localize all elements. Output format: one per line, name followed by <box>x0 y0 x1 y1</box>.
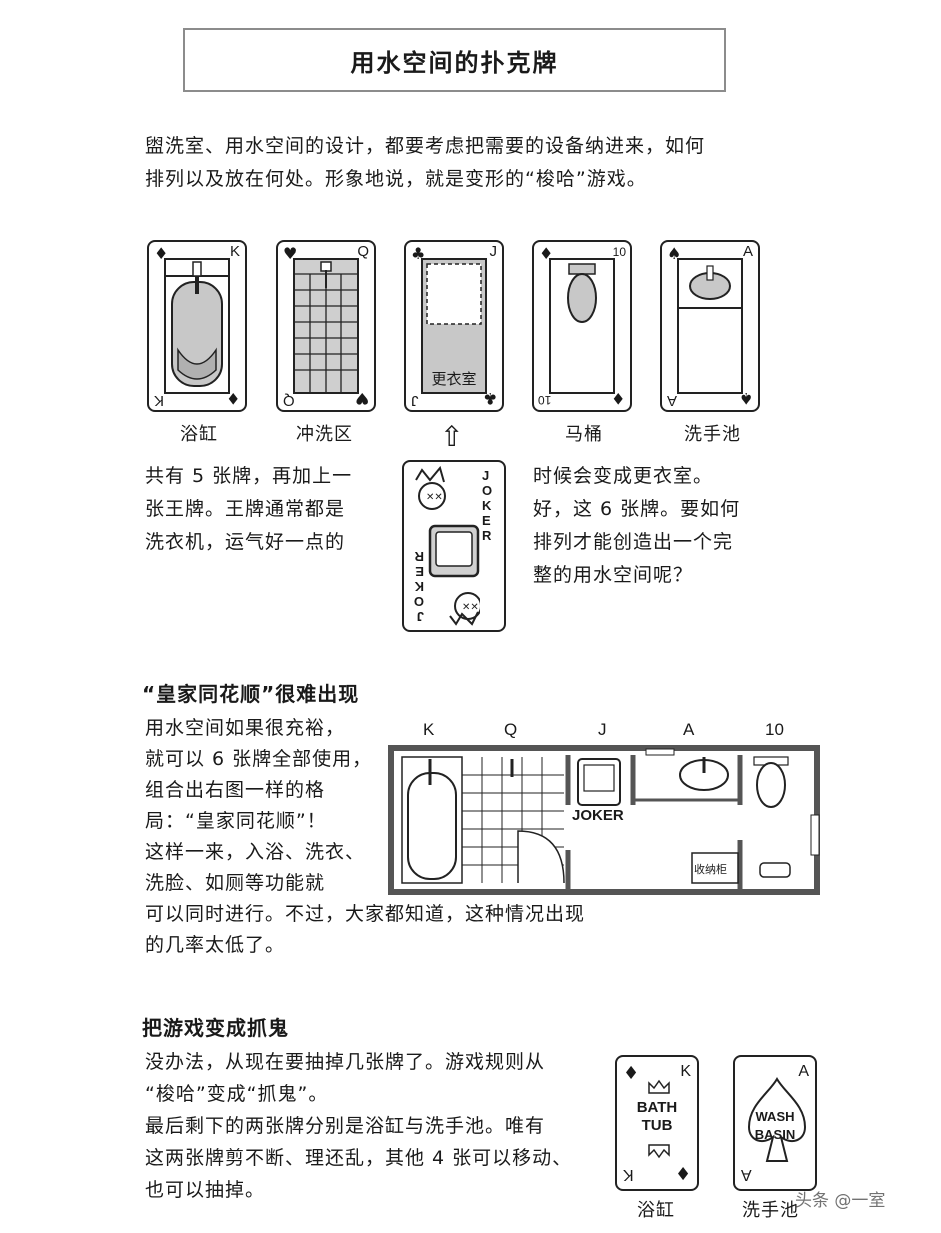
bathtub-drawing <box>164 258 230 394</box>
wash-basin-card: A WASH BASIN A <box>733 1055 817 1191</box>
basin-icon <box>679 265 741 309</box>
changing-room-label: 更衣室 <box>431 370 477 388</box>
text-line: 用水空间如果很充裕， <box>145 717 346 739</box>
basin-drawing <box>677 258 743 394</box>
text-line: 时候会变成更衣室。 <box>533 465 714 487</box>
text-line: 张王牌。王牌通常都是 <box>145 498 346 520</box>
card-caption: 洗手池 <box>684 424 741 445</box>
up-arrow-icon: ⇧ <box>440 420 464 453</box>
page-title: 用水空间的扑克牌 <box>183 28 726 92</box>
text-line: 洗衣机，运气好一点的 <box>145 531 346 553</box>
toilet-icon <box>567 263 597 323</box>
card-rank-inverted: 10 <box>538 393 552 407</box>
card-rank-inverted: J <box>411 392 419 409</box>
text-line: “梭哈”变成“抓鬼”。 <box>145 1083 329 1105</box>
svg-text:✕✕: ✕✕ <box>462 602 479 613</box>
plan-label-10: 10 <box>765 720 784 739</box>
crown-icon <box>648 1144 670 1159</box>
floor-plan-drawing <box>388 745 820 895</box>
card-queen-shower: ♥ Q Q ♥ <box>276 240 376 412</box>
text-line: 这两张牌剪不断、理还乱，其他 4 张可以移动、 <box>145 1147 573 1169</box>
toilet-drawing <box>549 258 615 394</box>
joker-label: JOKER <box>482 468 493 543</box>
text-line: 的几率太低了。 <box>145 934 286 956</box>
card-rank: J <box>489 243 498 260</box>
section-heading-old-maid: 把游戏变成抓鬼 <box>142 1016 289 1040</box>
card-rank: Q <box>357 243 369 260</box>
text-line: 就可以 6 张牌全部使用， <box>145 748 373 770</box>
bath-word: BATH <box>636 1099 678 1116</box>
text-line: 局：“皇家同花顺”！ <box>145 810 327 832</box>
text-line: 共有 5 张牌，再加上一 <box>145 465 353 487</box>
bathtub-icon <box>166 261 228 387</box>
royal-flush-paragraph: 用水空间如果很充裕， 就可以 6 张牌全部使用， 组合出右图一样的格 局：“皇家… <box>145 713 665 961</box>
basin-word: BASIN <box>754 1127 796 1142</box>
joker-left-text: 共有 5 张牌，再加上一 张王牌。王牌通常都是 洗衣机，运气好一点的 <box>145 460 352 559</box>
card-caption: 浴缸 <box>180 424 218 445</box>
card-jack-changing-room: ♣ J 更衣室 J ♣ <box>404 240 504 412</box>
text-line: 整的用水空间呢？ <box>533 564 694 586</box>
wash-basin-caption: 洗手池 <box>742 1200 799 1221</box>
text-line: 可以同时进行。不过，大家都知道，这种情况出现 <box>145 903 586 925</box>
club-suit-icon: ♣ <box>482 389 497 408</box>
plan-cabinet-label: 收纳柜 <box>694 863 727 876</box>
spade-basin-icon <box>747 1076 807 1162</box>
text-line: 好，这 6 张牌。要如何 <box>533 498 741 520</box>
card-ace-wash-basin: ♠ A A ♠ <box>660 240 760 412</box>
card-rank-inverted: A <box>741 1166 752 1183</box>
jester-washing-machine-icon: ✕✕ ✕✕ <box>415 466 480 626</box>
plan-label-a: A <box>683 720 695 739</box>
plan-joker-label: JOKER <box>572 807 624 824</box>
card-rank-inverted: K <box>154 392 165 409</box>
tub-word: TUB <box>641 1117 673 1134</box>
card-rank-inverted: K <box>623 1166 634 1183</box>
bath-tub-card: ♦ K BATH TUB K ♦ <box>615 1055 699 1191</box>
old-maid-paragraph: 没办法，从现在要抽掉几张牌了。游戏规则从 “梭哈”变成“抓鬼”。 最后剩下的两张… <box>145 1046 605 1206</box>
card-rank-inverted: A <box>667 392 678 409</box>
card-rank: 10 <box>612 245 626 259</box>
changing-room-drawing: 更衣室 <box>421 258 487 394</box>
joker-card: JOKER JOKER ✕✕ ✕✕ <box>402 460 506 632</box>
svg-text:✕✕: ✕✕ <box>426 492 443 503</box>
plan-label-k: K <box>423 720 435 739</box>
intro-paragraph: 盥洗室、用水空间的设计，都要考虑把需要的设备纳进来，如何 排列以及放在何处。形象… <box>145 130 785 196</box>
text-line: 组合出右图一样的格 <box>145 779 326 801</box>
text-line: 排列才能创造出一个完 <box>533 531 734 553</box>
plan-label-q: Q <box>504 720 518 739</box>
shower-grid-icon <box>295 260 357 392</box>
card-ten-toilet: ♦ 10 10 ♦ <box>532 240 632 412</box>
shower-drawing <box>293 258 359 394</box>
text-line: 洗脸、如厕等功能就 <box>145 872 326 894</box>
heart-suit-icon: ♥ <box>354 389 369 408</box>
intro-line-2: 排列以及放在何处。形象地说，就是变形的“梭哈”游戏。 <box>145 168 647 190</box>
text-line: 没办法，从现在要抽掉几张牌了。游戏规则从 <box>145 1051 546 1073</box>
dashed-area-icon <box>426 263 482 325</box>
bath-tub-caption: 浴缸 <box>637 1200 675 1221</box>
card-rank-inverted: Q <box>283 392 295 409</box>
text-line: 这样一来，入浴、洗衣、 <box>145 841 366 863</box>
card-king-bathtub: ♦ K K ♦ <box>147 240 247 412</box>
joker-right-text: 时候会变成更衣室。 好，这 6 张牌。要如何 排列才能创造出一个完 整的用水空间… <box>533 460 740 592</box>
royal-flush-floor-plan: JOKER 收纳柜 <box>388 745 820 895</box>
spade-suit-icon: ♠ <box>738 389 753 408</box>
intro-line-1: 盥洗室、用水空间的设计，都要考虑把需要的设备纳进来，如何 <box>145 135 706 157</box>
card-caption: 冲洗区 <box>296 424 353 445</box>
card-rank: A <box>742 243 753 260</box>
diamond-suit-icon: ♦ <box>623 1063 640 1084</box>
crown-icon <box>648 1079 670 1094</box>
diamond-suit-icon: ♦ <box>610 389 625 408</box>
section-heading-royal-flush: “皇家同花顺”很难出现 <box>142 682 360 706</box>
plan-label-j: J <box>598 720 607 739</box>
card-rank: K <box>680 1063 691 1080</box>
text-line: 最后剩下的两张牌分别是浴缸与洗手池。唯有 <box>145 1115 546 1137</box>
diamond-suit-icon: ♦ <box>225 389 240 408</box>
diamond-suit-icon: ♦ <box>674 1162 691 1183</box>
wash-word: WASH <box>755 1109 795 1124</box>
card-rank: K <box>229 243 240 260</box>
text-line: 也可以抽掉。 <box>145 1179 266 1201</box>
card-caption: 马桶 <box>565 424 603 445</box>
watermark: 头条 @一室 <box>795 1191 886 1211</box>
card-rank: A <box>798 1063 809 1080</box>
